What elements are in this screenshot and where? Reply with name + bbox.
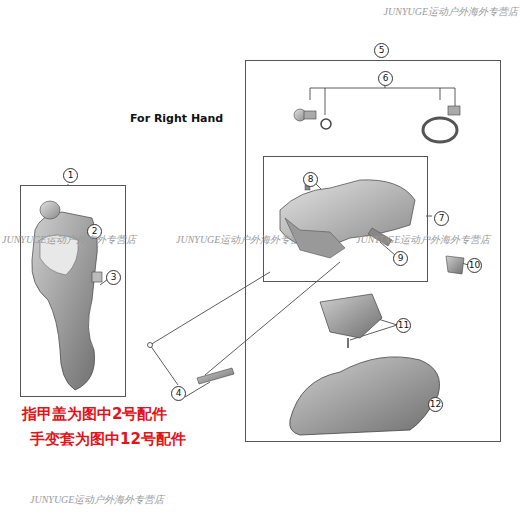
callout-number: 1 — [63, 168, 78, 183]
watermark: JUNYUGE运动户外海外专营店 — [176, 233, 310, 247]
callout-number: 4 — [171, 386, 186, 401]
callout-number: 10 — [467, 258, 482, 273]
watermark: JUNYUGE运动户外海外专营店 — [30, 493, 164, 507]
note-text: 指甲盖为图中2号配件 — [22, 405, 167, 424]
callout-number: 7 — [434, 211, 449, 226]
hand-note: For Right Hand — [130, 112, 223, 125]
note-text: 手变套为图中12号配件 — [30, 430, 186, 449]
callout-number: 5 — [374, 43, 389, 58]
callout-number: 8 — [303, 172, 318, 187]
watermark: JUNYUGE运动户外海外专营店 — [384, 5, 518, 19]
watermark: JUNYUGE运动户外海外专营店 — [2, 233, 136, 247]
callout-number: 11 — [396, 318, 411, 333]
callout-number: 3 — [106, 270, 121, 285]
watermark: JUNYUGE运动户外海外专营店 — [356, 233, 490, 247]
group-box: 1 — [20, 185, 126, 397]
callout-number: 9 — [393, 251, 408, 266]
callout-number: 12 — [428, 397, 443, 412]
group-box: 57 — [245, 60, 501, 442]
callout-number: 6 — [378, 71, 393, 86]
